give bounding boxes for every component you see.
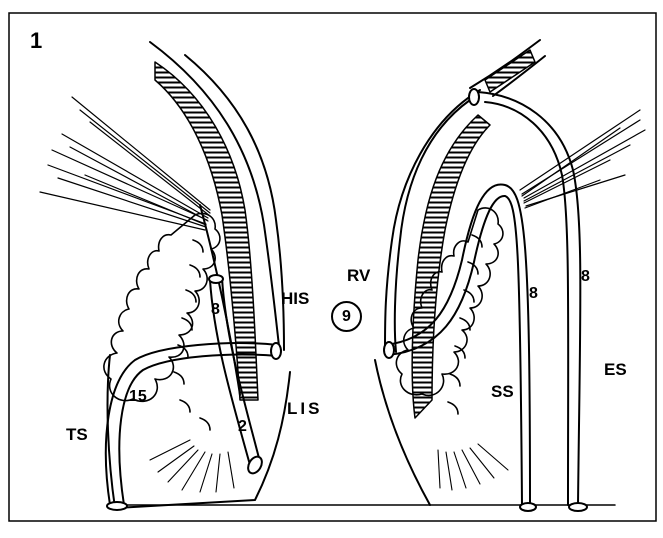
label-suture-8-right: 8 [581,269,590,285]
right-fibers [520,110,645,208]
label-rv: RV [347,267,370,284]
label-es: ES [604,361,627,378]
left-fibers [40,97,210,230]
label-his: HIS [281,290,309,307]
left-panel [40,42,615,510]
label-suture-8-mid: 8 [529,286,538,302]
label-circled-9: 9 [331,301,362,332]
label-suture-2: 2 [238,419,247,435]
label-suture-8-left: 8 [211,302,220,318]
label-ts: TS [66,426,88,443]
figure-number: 1 [30,30,42,52]
label-suture-15: 15 [129,389,147,405]
right-panel [375,40,645,511]
left-base-fan [150,440,234,492]
label-lis: LIS [287,400,322,417]
left-bulbs [104,213,220,430]
label-ss: SS [491,383,514,400]
right-base-fan [438,444,508,490]
